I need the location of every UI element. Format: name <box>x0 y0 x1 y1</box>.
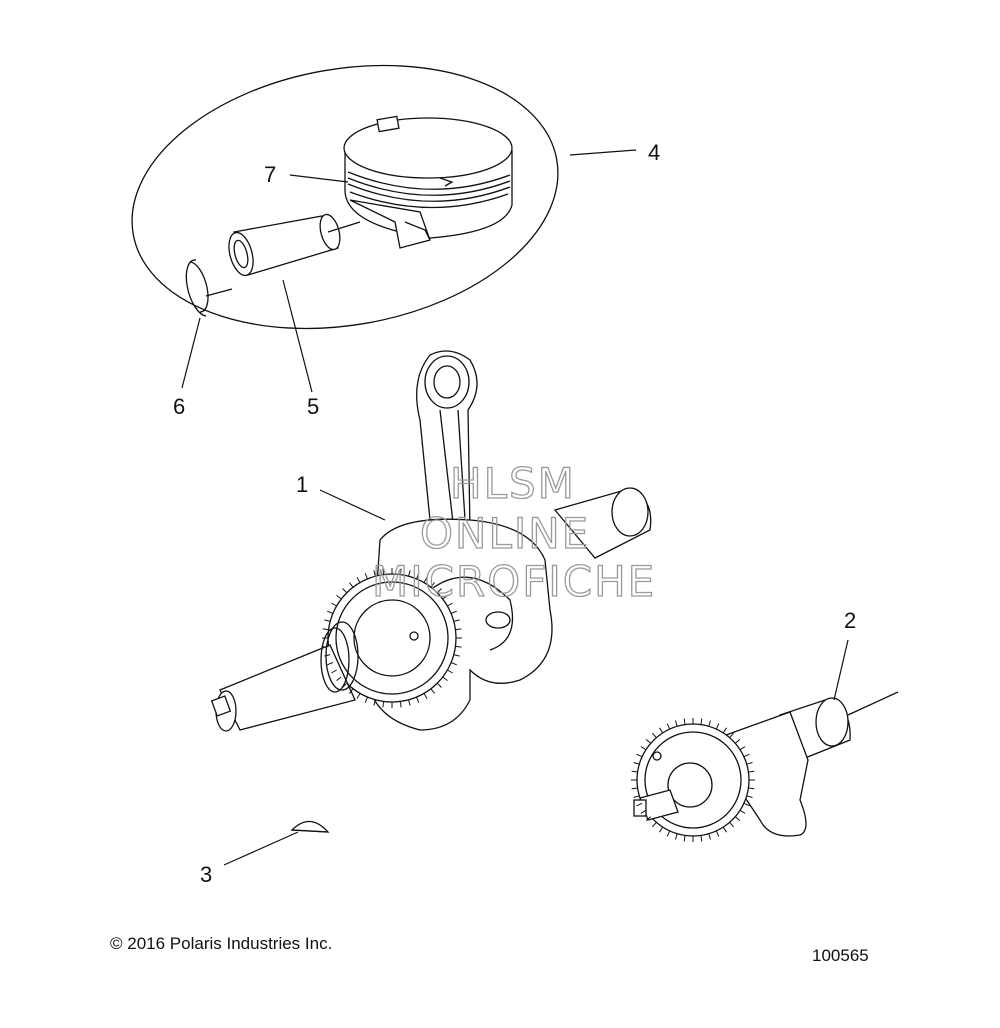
callout-3: 3 <box>200 862 212 887</box>
balance-shaft[interactable] <box>633 691 899 837</box>
callout-7: 7 <box>264 162 276 187</box>
leader-4 <box>569 149 637 156</box>
copyright-notice: © 2016 Polaris Industries Inc. <box>110 934 333 953</box>
callout-4: 4 <box>648 140 660 165</box>
crankshaft-assembly[interactable] <box>210 350 652 732</box>
piston-assembly-group <box>131 64 559 330</box>
leader-7 <box>289 174 349 183</box>
leader-3 <box>223 831 299 866</box>
callout-5: 5 <box>307 394 319 419</box>
callout-6: 6 <box>173 394 185 419</box>
balance-shaft-gear-teeth <box>631 718 755 842</box>
crankshaft-gear-teeth <box>322 568 462 708</box>
leader-5 <box>282 279 313 393</box>
piston[interactable] <box>343 115 513 249</box>
watermark-line-3: MICROFICHE <box>372 557 656 606</box>
leader-2 <box>833 639 849 701</box>
callout-2: 2 <box>844 608 856 633</box>
figure-id: 100565 <box>812 946 869 965</box>
callout-1: 1 <box>296 472 308 497</box>
leader-6 <box>181 317 201 389</box>
circlip[interactable] <box>185 259 233 317</box>
watermark-line-2: ONLINE <box>420 509 590 558</box>
watermark-line-1: HLSM <box>450 459 576 508</box>
leader-1 <box>319 489 386 521</box>
wrist-pin[interactable] <box>225 212 361 278</box>
watermark: HLSM ONLINE MICROFICHE <box>371 458 656 606</box>
woodruff-key[interactable] <box>290 820 330 833</box>
leader-lines <box>181 149 849 866</box>
